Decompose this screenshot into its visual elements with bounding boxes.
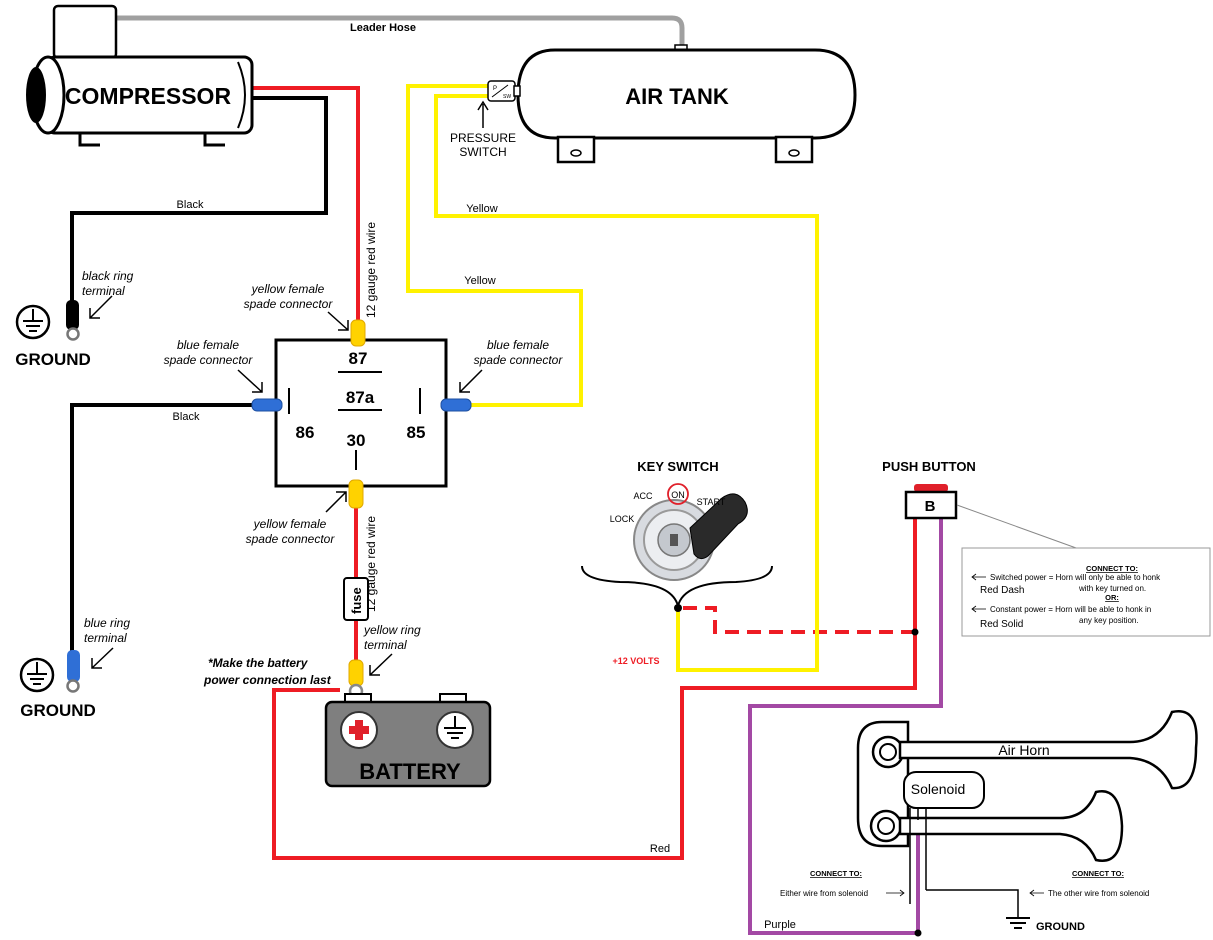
black-label-mid: Black [173, 411, 200, 423]
ground-icon [19, 657, 55, 693]
battery-note-2: power connection last [203, 673, 332, 687]
svg-text:spade connector: spade connector [244, 297, 334, 311]
key-icon [689, 493, 748, 560]
svg-text:OR:: OR: [1105, 593, 1119, 602]
yellow-wire-key [434, 94, 819, 672]
ground-icon [1006, 917, 1030, 929]
purple-wire [748, 518, 943, 935]
svg-text:Either wire from solenoid: Either wire from solenoid [780, 889, 868, 898]
push-button-title: PUSH BUTTON [882, 459, 976, 474]
air-tank-label: AIR TANK [625, 84, 729, 109]
svg-text:SW: SW [503, 94, 511, 100]
relay: 87 87a 86 85 30 [274, 338, 448, 488]
svg-text:yellow female: yellow female [251, 282, 325, 296]
pressure-switch: P SW PRESSURE SWITCH [450, 80, 521, 159]
svg-text:CONNECT TO:: CONNECT TO: [1086, 564, 1138, 573]
yellow-label-top: Yellow [466, 203, 497, 215]
svg-text:yellow female: yellow female [253, 517, 327, 531]
blue-spade-86 [251, 398, 283, 412]
svg-text:spade connector: spade connector [246, 532, 336, 546]
connect-note: CONNECT TO: Switched power = Horn will o… [961, 547, 1211, 637]
ground-icon [15, 304, 51, 340]
black-label-top: Black [177, 199, 204, 211]
battery-note-1: *Make the battery [208, 656, 309, 670]
svg-text:LOCK: LOCK [610, 514, 635, 524]
air-horn-label: Air Horn [998, 742, 1049, 758]
relay-87a: 87a [346, 388, 375, 407]
ground-top: GROUND black ring terminal [15, 269, 133, 369]
wire-12g-top-label: 12 gauge red wire [364, 222, 378, 318]
air-horn: Air Horn Solenoid [856, 710, 1198, 937]
yellow-wire-85 [406, 84, 583, 407]
leader-hose [108, 15, 685, 48]
plus-icon [340, 711, 378, 749]
leader-hose-label: Leader Hose [350, 22, 416, 34]
svg-text:terminal: terminal [364, 638, 407, 652]
relay-30: 30 [347, 431, 366, 450]
relay-86: 86 [296, 423, 315, 442]
svg-text:START: START [697, 497, 726, 507]
svg-text:The other wire from solenoid: The other wire from solenoid [1048, 889, 1149, 898]
black-wire-mid [70, 403, 255, 655]
svg-text:Red Solid: Red Solid [980, 619, 1023, 630]
fuse: fuse [343, 577, 369, 621]
black-wire-top [70, 96, 328, 305]
yellow-spade-87 [350, 319, 366, 347]
key-switch: KEY SWITCH ON ACC START LOCK +12 VOLTS [581, 459, 773, 666]
svg-text:CONNECT TO:: CONNECT TO: [1072, 869, 1124, 878]
plus-12v-label: +12 VOLTS [612, 656, 659, 666]
svg-text:blue female: blue female [177, 338, 239, 352]
blue-spade-85 [440, 398, 472, 412]
svg-text:ACC: ACC [633, 491, 653, 501]
svg-text:spade connector: spade connector [164, 353, 254, 367]
pressure-switch-label-1: PRESSURE [450, 131, 516, 145]
ground-bottom: GROUND blue ring terminal [19, 616, 130, 720]
compressor-label: COMPRESSOR [65, 83, 232, 109]
svg-text:terminal: terminal [82, 284, 125, 298]
red-label: Red [650, 843, 670, 855]
ground-icon [436, 711, 474, 749]
push-button: PUSH BUTTON B [882, 459, 1091, 636]
svg-text:with key turned on.: with key turned on. [1078, 584, 1146, 593]
relay-87: 87 [349, 349, 368, 368]
svg-text:Constant power = Horn will be: Constant power = Horn will be able to ho… [990, 605, 1151, 614]
push-b: B [925, 498, 936, 515]
compressor: COMPRESSOR [26, 4, 254, 147]
yellow-label-mid: Yellow [464, 275, 495, 287]
svg-text:blue female: blue female [487, 338, 549, 352]
red-wire-horn [272, 518, 917, 860]
svg-text:Red Dash: Red Dash [980, 585, 1024, 596]
relay-85: 85 [407, 423, 426, 442]
svg-text:blue ring: blue ring [84, 616, 130, 630]
yellow-ring-terminal [348, 659, 364, 687]
pressure-switch-label-2: SWITCH [459, 145, 506, 159]
svg-text:CONNECT TO:: CONNECT TO: [810, 869, 862, 878]
battery-label: BATTERY [359, 759, 461, 784]
ground-bottom-label: GROUND [20, 701, 96, 720]
svg-text:P: P [493, 86, 497, 92]
ground-horn: GROUND [926, 889, 1085, 933]
svg-text:ON: ON [671, 490, 685, 500]
battery: BATTERY [324, 693, 492, 788]
svg-text:terminal: terminal [84, 631, 127, 645]
ground-horn-label: GROUND [1036, 921, 1085, 933]
svg-text:yellow ring: yellow ring [363, 623, 421, 637]
red-dash-wire [683, 606, 915, 634]
svg-text:black ring: black ring [82, 269, 134, 283]
solenoid-label: Solenoid [911, 781, 966, 797]
red-wire-87 [253, 86, 360, 322]
yellow-spade-30 [348, 479, 364, 509]
purple-label: Purple [764, 919, 796, 931]
fuse-label: fuse [349, 587, 364, 614]
svg-text:Switched power = Horn will onl: Switched power = Horn will only be able … [990, 573, 1161, 582]
ground-top-label: GROUND [15, 350, 91, 369]
key-switch-title: KEY SWITCH [637, 459, 718, 474]
svg-text:spade connector: spade connector [474, 353, 564, 367]
air-tank: AIR TANK [516, 48, 857, 164]
svg-text:any key position.: any key position. [1079, 616, 1139, 625]
